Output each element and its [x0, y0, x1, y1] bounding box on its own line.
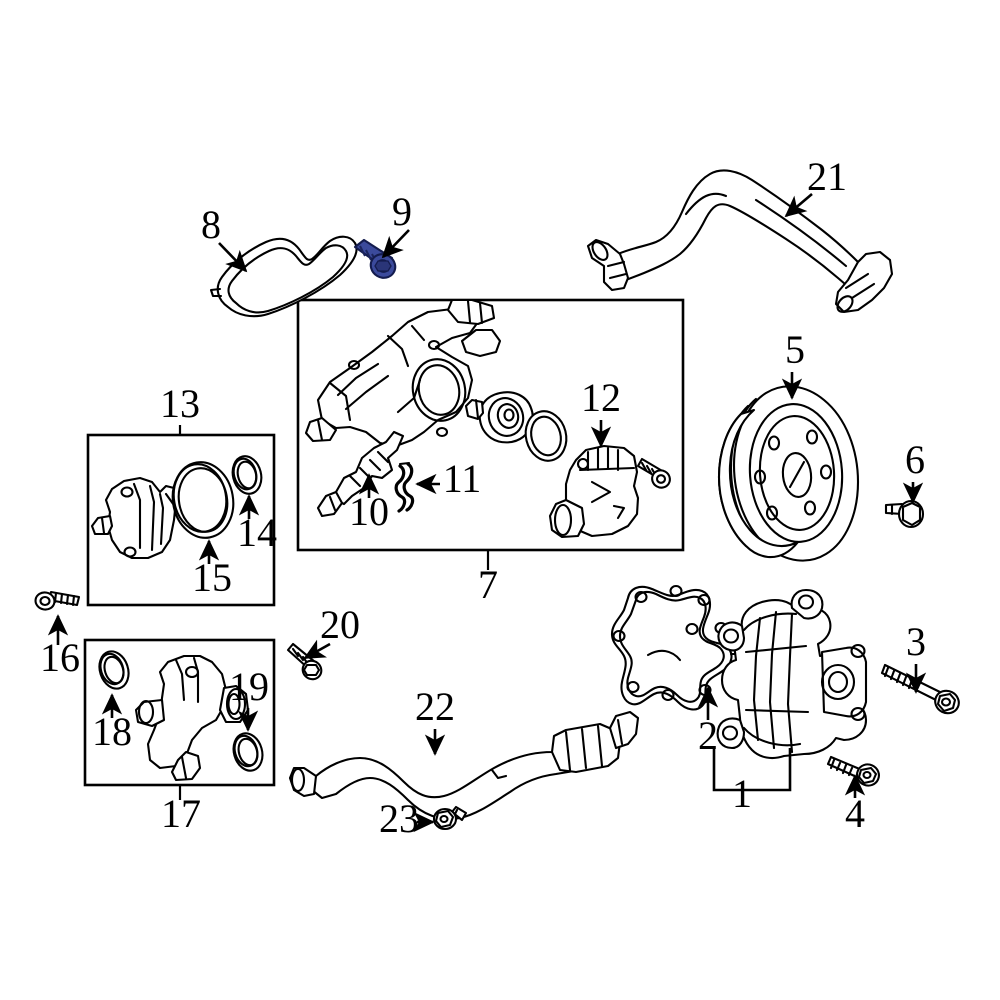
- callout-leaders: [47, 193, 927, 833]
- callout-labels: 1 2 3 4 5 6 7 8 9 10 11 12 13 14 15 16 1…: [40, 154, 926, 841]
- part-outlet-large-seal-ring: [171, 461, 235, 539]
- leader-9: [381, 229, 410, 259]
- leader-8: [218, 242, 248, 273]
- part-hose-clamp-bolt: [432, 805, 468, 831]
- group-box-7: [296, 298, 685, 570]
- group-box-17: [83, 638, 276, 800]
- callout-label-13: 13: [160, 381, 200, 426]
- part-connector-bolt: [636, 457, 671, 489]
- part-thermostat-housing: [304, 298, 502, 448]
- part-pulley-bolt: [884, 499, 925, 529]
- callout-label-19: 19: [229, 664, 269, 709]
- callout-label-14: 14: [237, 510, 277, 555]
- part-lower-coolant-hose: [288, 710, 640, 820]
- callout-label-7: 7: [478, 562, 498, 607]
- part-water-outlet-gasket-seal: [209, 235, 358, 318]
- callout-label-5: 5: [785, 327, 805, 372]
- callout-label-10: 10: [349, 489, 389, 534]
- callout-label-21: 21: [807, 154, 847, 199]
- leader-20: [303, 639, 331, 660]
- part-water-pump-assembly: [716, 588, 868, 760]
- part-retaining-clip: [394, 461, 415, 513]
- callout-label-3: 3: [906, 619, 926, 664]
- callout-label-4: 4: [845, 791, 865, 836]
- callout-label-18: 18: [92, 709, 132, 754]
- part-inlet-small-seal-ring: [98, 650, 130, 690]
- callout-label-6: 6: [905, 437, 925, 482]
- part-outlet-mounting-bolt: [34, 590, 81, 611]
- part-thermostat: [464, 391, 534, 444]
- part-long-mounting-bolt: [880, 663, 960, 715]
- callout-label-22: 22: [415, 684, 455, 729]
- callout-label-23: 23: [379, 796, 419, 841]
- part-upper-coolant-hose: [586, 169, 894, 314]
- part-outlet-small-seal-ring: [231, 455, 263, 495]
- part-inlet-seal-ring: [232, 732, 264, 772]
- callout-label-17: 17: [161, 791, 201, 836]
- part-water-pump-pulley: [717, 385, 860, 562]
- callout-label-2: 2: [698, 713, 718, 758]
- leader-21: [784, 193, 813, 218]
- callout-label-9: 9: [392, 189, 412, 234]
- callout-label-8: 8: [201, 202, 221, 247]
- callout-label-20: 20: [320, 602, 360, 647]
- callout-label-12: 12: [581, 375, 621, 420]
- callout-label-11: 11: [443, 456, 482, 501]
- leader-1: [712, 748, 792, 792]
- part-water-pump-gasket: [610, 584, 742, 711]
- part-water-outlet-connector: [548, 444, 640, 539]
- part-coolant-temperature-sensor: [316, 430, 405, 518]
- callout-label-16: 16: [40, 635, 80, 680]
- group-box-13: [86, 425, 276, 607]
- part-water-inlet-housing: [134, 654, 250, 782]
- part-water-outlet-housing: [90, 476, 178, 560]
- callout-label-1: 1: [732, 771, 752, 816]
- callout-label-15: 15: [192, 555, 232, 600]
- part-thermostat-seal-ring: [524, 410, 568, 462]
- part-inlet-mounting-bolt: [286, 642, 323, 681]
